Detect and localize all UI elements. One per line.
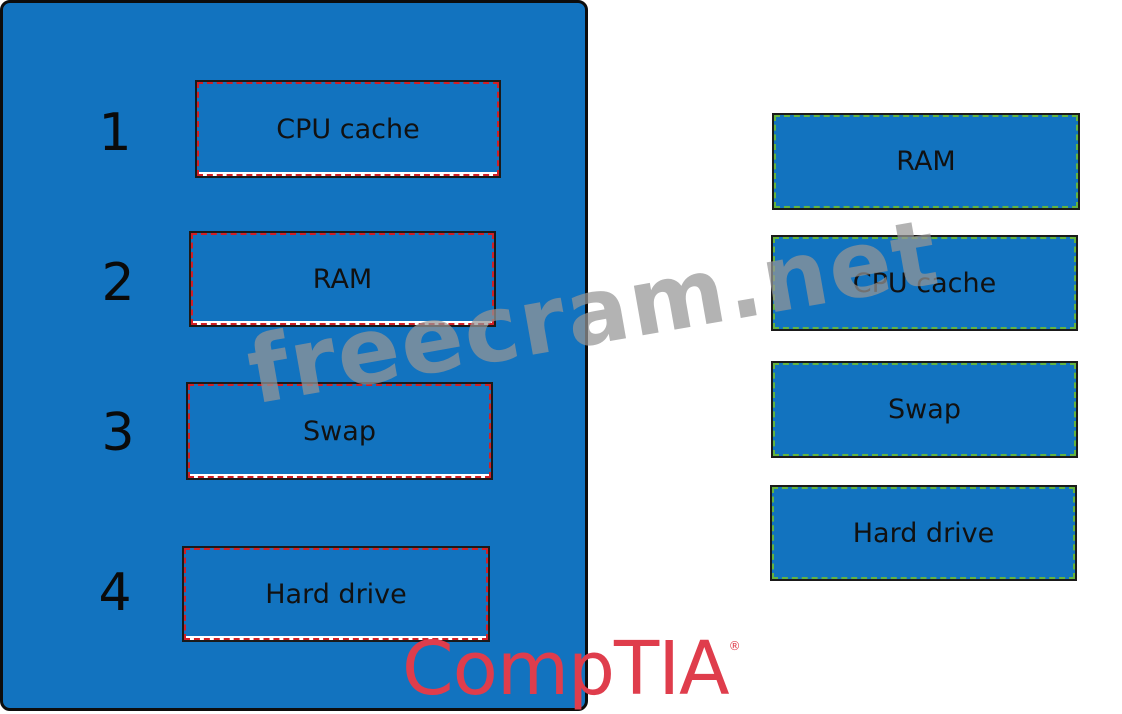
position-number-4: 4: [98, 563, 132, 623]
slot-label-1: CPU cache: [276, 113, 420, 145]
position-number-1: 1: [98, 103, 132, 163]
drop-slot-1[interactable]: CPU cache: [195, 80, 501, 178]
option-tile-swap[interactable]: Swap: [771, 361, 1078, 458]
drop-slot-3[interactable]: Swap: [186, 382, 493, 480]
slot-label-4: Hard drive: [265, 578, 407, 610]
option-tile-hard-drive[interactable]: Hard drive: [770, 485, 1077, 581]
position-number-2: 2: [101, 253, 135, 313]
option-label-hard-drive: Hard drive: [852, 517, 995, 549]
registered-mark: ®: [728, 639, 741, 653]
logo-text: CompTIA: [402, 626, 730, 712]
option-tile-cpu-cache[interactable]: CPU cache: [771, 235, 1078, 331]
option-tile-ram[interactable]: RAM: [772, 113, 1080, 210]
position-number-3: 3: [101, 403, 135, 463]
option-label-ram: RAM: [896, 146, 956, 177]
ordering-target-panel: 1 CPU cache 2 RAM 3 Swap 4 Hard drive: [0, 0, 588, 711]
slot-label-3: Swap: [303, 415, 376, 447]
slot-label-2: RAM: [312, 263, 373, 295]
comptia-logo: CompTIA®: [402, 626, 741, 712]
option-label-cpu-cache: CPU cache: [852, 267, 997, 299]
drop-slot-4[interactable]: Hard drive: [182, 546, 490, 642]
option-label-swap: Swap: [888, 394, 961, 425]
drop-slot-2[interactable]: RAM: [189, 231, 496, 327]
